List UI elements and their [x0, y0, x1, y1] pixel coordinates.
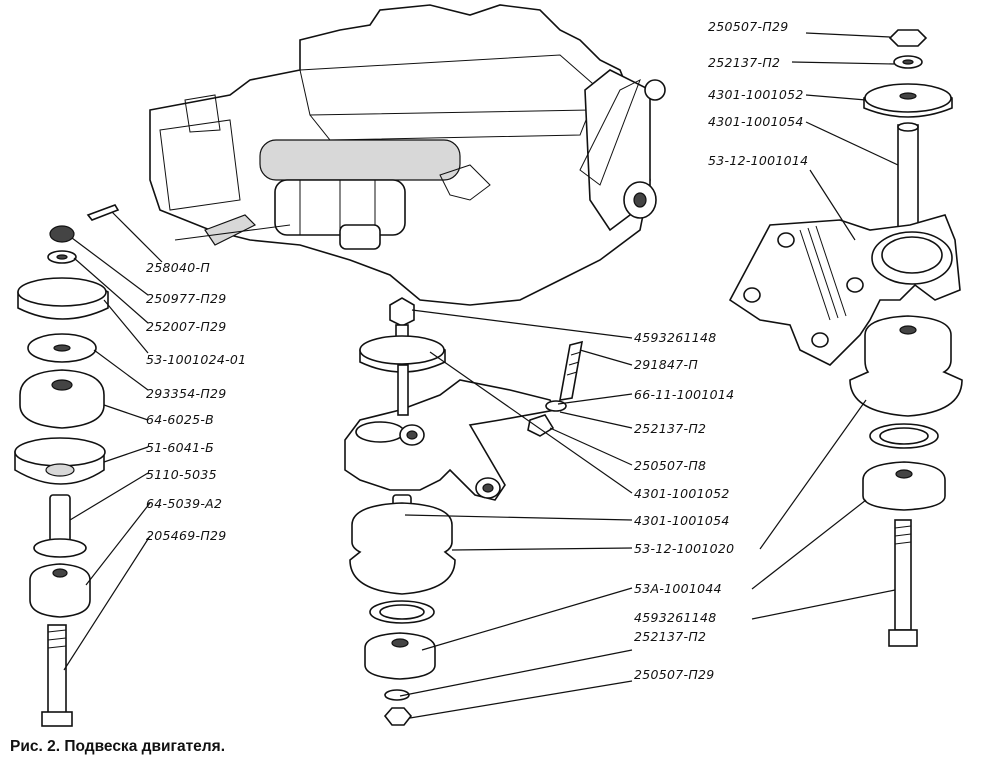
rubber-pad-right — [849, 315, 963, 417]
engine-bracket-middle — [344, 379, 557, 501]
figure-caption: Рис. 2. Подвеска двигателя. — [10, 738, 225, 755]
label-250507-p8: 250507-П8 — [634, 458, 706, 473]
label-4301-1001052-a: 4301-1001052 — [634, 486, 730, 501]
engine-illustration — [149, 4, 666, 306]
label-53-1001024: 53-1001024-01 — [146, 352, 246, 367]
sleeve-right — [897, 124, 919, 231]
nut-top-right — [888, 29, 928, 47]
label-252137-b: 252137-П2 — [634, 629, 706, 644]
right-mount-stack — [728, 29, 963, 647]
label-4301-1001054-a: 4301-1001054 — [634, 513, 730, 528]
label-4593261148-b: 4593261148 — [634, 610, 717, 625]
castle-nut — [49, 225, 75, 243]
label-53-12-1001020: 53-12-1001020 — [634, 541, 734, 556]
label-4593261148-a: 4593261148 — [634, 330, 717, 345]
label-250507-p29-a: 250507-П29 — [708, 19, 789, 34]
bolt-head-middle — [389, 297, 415, 327]
label-252137-c: 252137-П2 — [708, 55, 780, 70]
label-293354: 293354-П29 — [146, 386, 227, 401]
stud — [559, 340, 584, 401]
label-250977: 250977-П29 — [146, 291, 227, 306]
label-53a-1001044: 53А-1001044 — [634, 581, 722, 596]
label-291847: 291847-П — [634, 357, 698, 372]
label-258040: 258040-П — [146, 260, 210, 275]
rubber-pad-middle-lower — [364, 632, 436, 680]
label-53-12-1001014: 53-12-1001014 — [708, 153, 808, 168]
label-205469: 205469-П29 — [146, 528, 227, 543]
right-leaders — [751, 32, 899, 620]
left-mount-stack — [14, 204, 120, 727]
label-250507-p29-b: 250507-П29 — [634, 667, 715, 682]
label-4301-1001052-b: 4301-1001052 — [708, 87, 804, 102]
cotter-pin — [86, 204, 120, 221]
bolt-right — [894, 519, 912, 631]
label-51-6041: 51-6041-Б — [146, 440, 214, 455]
left-leaders — [63, 211, 163, 671]
label-64-5039: 64-5039-А2 — [146, 496, 222, 511]
label-252007: 252007-П29 — [146, 319, 227, 334]
label-5110-5035: 5110-5035 — [146, 467, 217, 482]
middle-mount-stack — [344, 297, 584, 726]
rubber-pad-lower — [29, 563, 91, 618]
rubber-pad-right-lower — [862, 461, 946, 511]
label-4301-1001054-b: 4301-1001054 — [708, 114, 804, 129]
rubber-pad-upper — [19, 369, 105, 429]
label-252137-a: 252137-П2 — [634, 421, 706, 436]
label-64-6025: 64-6025-В — [146, 412, 214, 427]
rubber-pad-middle — [349, 502, 456, 595]
middle-leaders — [399, 309, 633, 719]
label-66-11-1001014: 66-11-1001014 — [634, 387, 734, 402]
